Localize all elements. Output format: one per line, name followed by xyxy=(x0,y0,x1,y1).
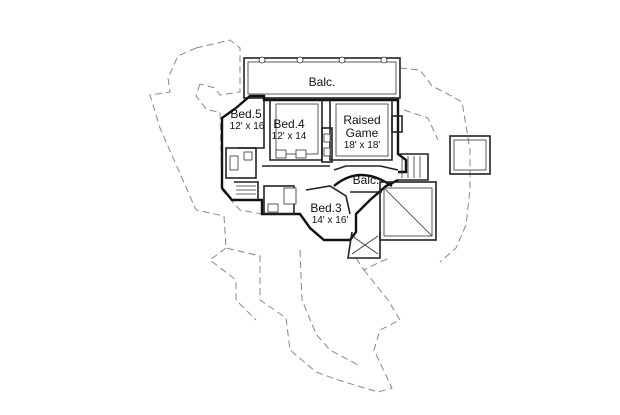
bed4-size: 12' x 14 xyxy=(272,131,307,142)
walls xyxy=(220,56,437,259)
bed5-size: 12' x 16 xyxy=(230,121,265,132)
roof-outline xyxy=(149,39,471,393)
game-room-name-2: Game xyxy=(346,126,379,140)
bed3-name: Bed.3 xyxy=(310,201,342,215)
balcony-top-label: Balc. xyxy=(309,75,336,89)
detached-tower xyxy=(449,135,491,175)
bed5-name: Bed.5 xyxy=(230,107,262,121)
bed4-name: Bed.4 xyxy=(273,117,305,131)
stair-right xyxy=(398,153,429,181)
stair-left xyxy=(234,181,259,200)
game-room-name-1: Raised xyxy=(343,113,380,127)
room-labels: Balc. Bed.5 12' x 16 Bed.4 12' x 14 Rais… xyxy=(230,75,381,226)
balcony-mid-label: Balc. xyxy=(353,173,380,187)
game-room-size: 18' x 18' xyxy=(344,140,381,151)
bed3-size: 14' x 16' xyxy=(312,215,349,226)
